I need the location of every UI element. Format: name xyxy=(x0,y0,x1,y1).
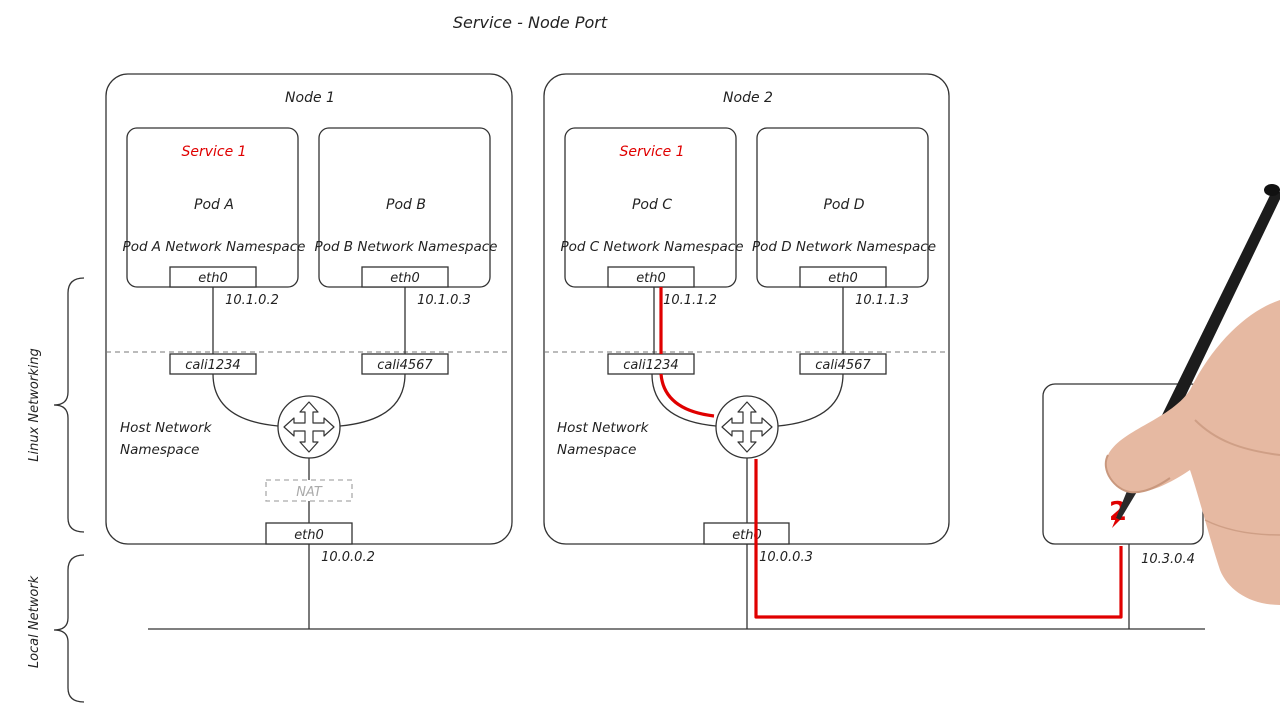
host-namespace-label: Host Network xyxy=(120,420,213,436)
cali-label: cali4567 xyxy=(815,358,871,373)
local-network-label: Local Network xyxy=(27,575,42,668)
pod-name: Pod D xyxy=(823,197,864,213)
host-namespace-label: Namespace xyxy=(120,442,199,458)
cali-label: cali4567 xyxy=(377,358,433,373)
service-label: Service 1 xyxy=(181,144,246,160)
router-icon xyxy=(715,395,779,459)
pod-name: Pod C xyxy=(632,197,672,213)
pod-eth-label: eth0 xyxy=(828,271,858,286)
node-1: Node 1 Service 1 Pod A Pod A Network Nam… xyxy=(105,73,513,545)
pod-name: Pod B xyxy=(386,197,426,213)
pod-eth-label: eth0 xyxy=(198,271,228,286)
pod-namespace-label: Pod C Network Namespace xyxy=(560,239,743,255)
node-2: Node 2 Service 1 Pod C Pod C Network Nam… xyxy=(543,73,950,545)
node-ip: 10.0.0.3 xyxy=(759,550,813,565)
pod-d: Pod D Pod D Network Namespace eth0 xyxy=(752,127,936,288)
cali-label: cali1234 xyxy=(185,358,240,373)
pod-eth-label: eth0 xyxy=(636,271,666,286)
pod-a: Service 1 Pod A Pod A Network Namespace … xyxy=(123,127,306,288)
host-namespace-label: Host Network xyxy=(557,420,650,436)
router-icon xyxy=(277,395,341,459)
traffic-path xyxy=(659,287,1123,619)
service-label: Service 1 xyxy=(619,144,684,160)
pod-ip: 10.1.1.2 xyxy=(663,293,717,308)
pod-b: Pod B Pod B Network Namespace eth0 xyxy=(315,127,498,288)
local-network-brace xyxy=(53,554,85,703)
node-label: Node 1 xyxy=(285,90,335,106)
external-host-ip: 10.3.0.4 xyxy=(1141,552,1195,567)
pod-name: Pod A xyxy=(194,197,234,213)
pod-ip: 10.1.0.3 xyxy=(417,293,471,308)
pod-ip: 10.1.1.3 xyxy=(855,293,909,308)
nat-label: NAT xyxy=(296,485,323,500)
cali-interface xyxy=(607,353,695,375)
node-eth-label: eth0 xyxy=(294,528,324,543)
cali-label: cali1234 xyxy=(623,358,678,373)
host-namespace-label: Namespace xyxy=(557,442,636,458)
pod-eth-label: eth0 xyxy=(390,271,420,286)
linux-networking-brace xyxy=(53,277,85,533)
linux-networking-label: Linux Networking xyxy=(27,348,42,462)
pod-namespace-label: Pod B Network Namespace xyxy=(315,239,498,255)
pod-namespace-label: Pod D Network Namespace xyxy=(752,239,936,255)
pod-c: Service 1 Pod C Pod C Network Namespace … xyxy=(560,127,744,288)
pod-ip: 10.1.0.2 xyxy=(225,293,279,308)
diagram-title: Service - Node Port xyxy=(453,13,608,32)
node-label: Node 2 xyxy=(723,90,773,106)
pod-namespace-label: Pod A Network Namespace xyxy=(123,239,306,255)
nat-box xyxy=(265,479,353,502)
hand-with-pen-illustration xyxy=(1104,184,1280,605)
node-ip: 10.0.0.2 xyxy=(321,550,375,565)
